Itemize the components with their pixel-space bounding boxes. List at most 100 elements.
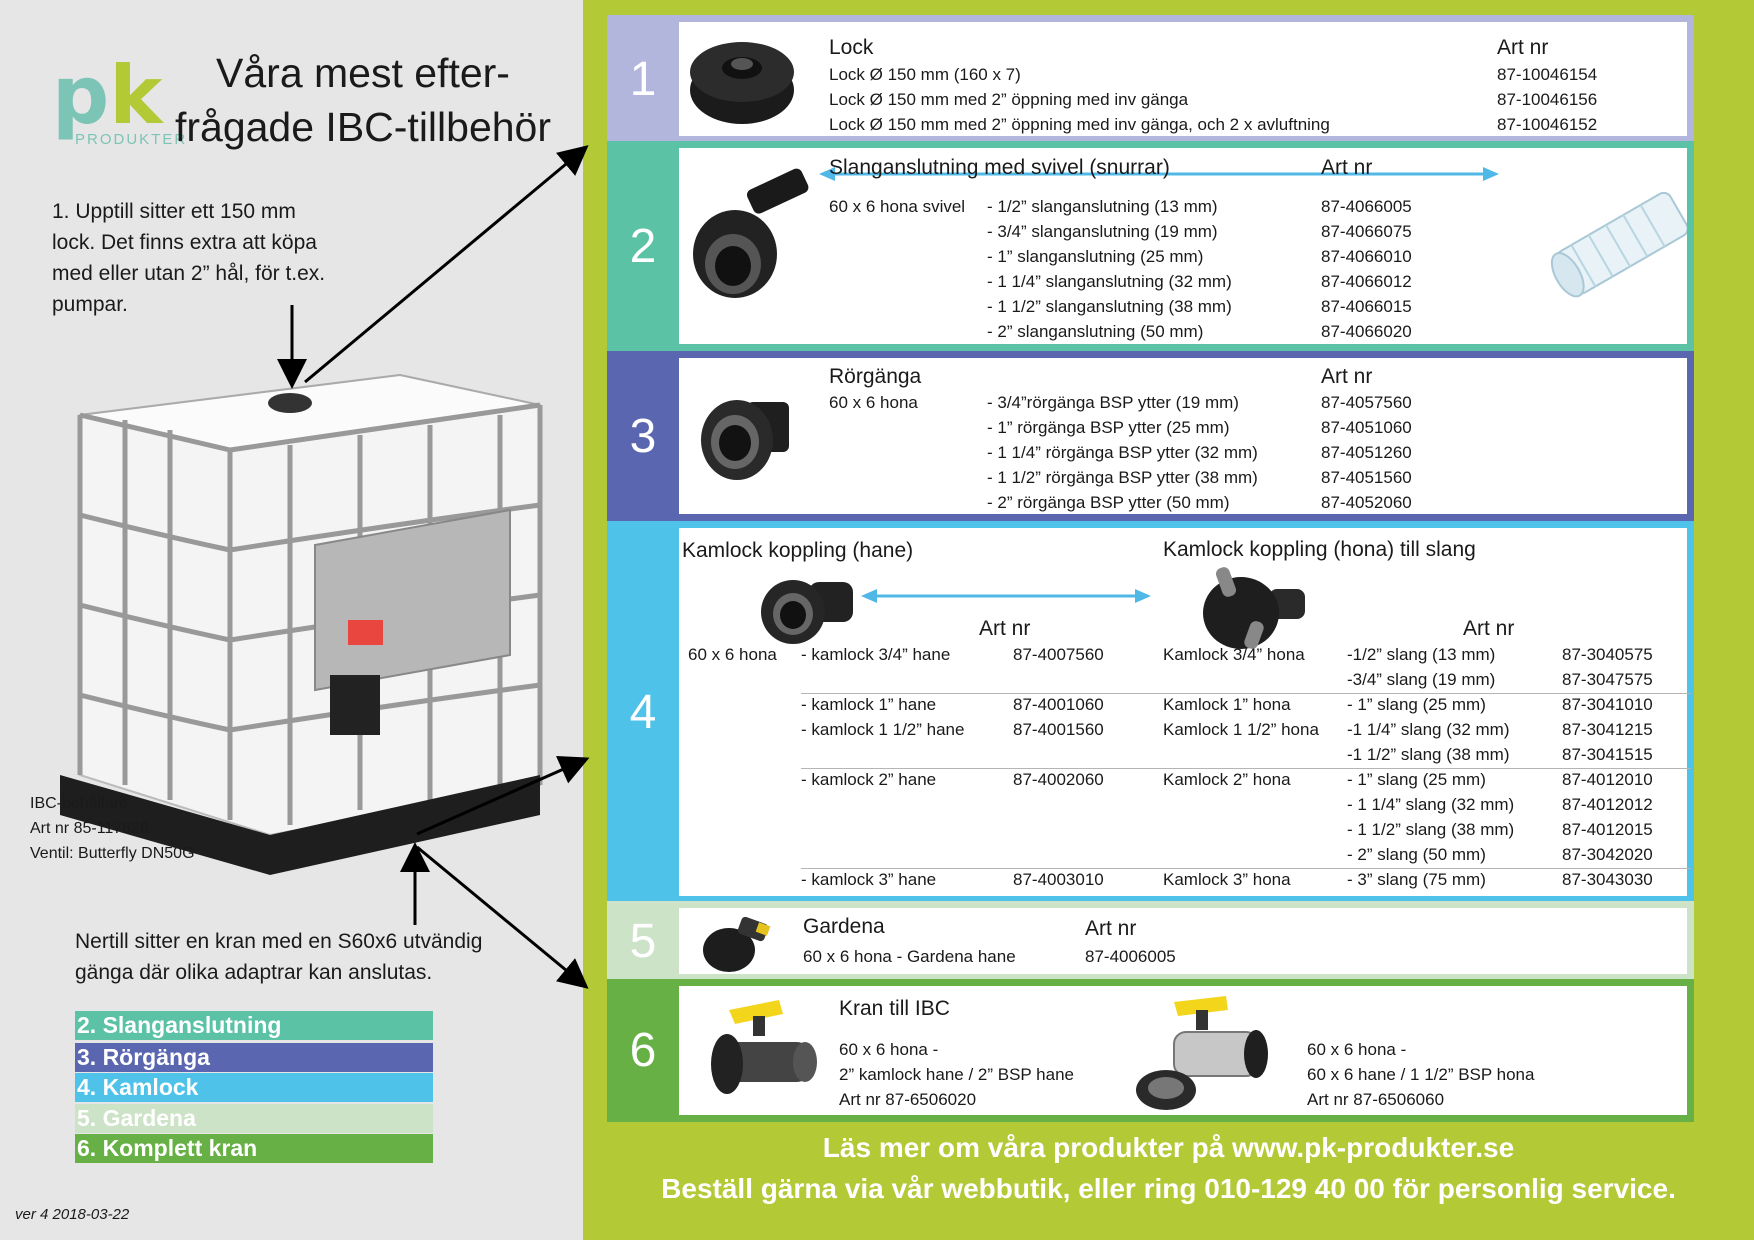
slang-row-desc: - 1/2” slanganslutning (13 mm) [987, 197, 1218, 216]
slang-row-desc: - 1 1/4” slanganslutning (32 mm) [987, 272, 1232, 291]
section-kamlock: 4 Kamlock koppling (hane) Kamlock koppli… [607, 521, 1694, 903]
container-name: IBC-behållare [30, 795, 128, 812]
slang-row-desc: - 2” slanganslutning (50 mm) [987, 322, 1204, 341]
container-valve: Ventil: Butterfly DN50G [30, 845, 195, 862]
section-number: 3 [629, 409, 657, 463]
section-panel: Kamlock koppling (hane) Kamlock koppling… [679, 528, 1691, 896]
slang-row-art: 87-4066012 [1321, 272, 1412, 291]
hose-double-arrow [819, 167, 1499, 181]
note-top-line: pumpar. [52, 293, 128, 316]
logo-subtitle: PRODUKTER [75, 131, 188, 148]
kamlock-hane-art: 87-4001560 [1013, 720, 1104, 739]
kamlock-slang-art: 87-3041515 [1562, 745, 1653, 764]
kamlock-hane-desc: - kamlock 1 1/2” hane [801, 720, 965, 739]
kran-right-line: Art nr 87-6506060 [1307, 1090, 1445, 1109]
slang-row-desc: - 1 1/2” slanganslutning (38 mm) [987, 297, 1232, 316]
note-top-line: med eller utan 2” hål, för t.ex. [52, 262, 326, 285]
art-header: Art nr [979, 617, 1031, 640]
kamlock-hona-desc: Kamlock 3” hona [1163, 870, 1291, 889]
ror-row-art: 87-4051560 [1321, 468, 1412, 487]
pk-logo: pk [52, 56, 162, 136]
gardena-title: Gardena [803, 915, 885, 938]
section-gardena: 5 Gardena Art nr 60 x 6 hona - Gardena h… [607, 901, 1694, 981]
kamlock-slang-desc: - 1 1/2” slang (38 mm) [1347, 820, 1515, 839]
legend-item-gardena: 5. Gardena [75, 1104, 433, 1133]
kamlock-slang-desc: - 3” slang (75 mm) [1347, 870, 1486, 889]
slang-row-art: 87-4066010 [1321, 247, 1412, 266]
container-art: Art nr 85-117828 [30, 820, 149, 837]
ror-title: Rörgänga [829, 365, 922, 388]
legend-item-komplett-kran: 6. Komplett kran [75, 1134, 433, 1163]
footer-line-2: Beställ gärna via vår webbutik, eller ri… [661, 1173, 1676, 1204]
section-number: 5 [629, 914, 657, 968]
section-slanganslutning: 2 Slanganslutning med svivel (snurrar) A… [607, 141, 1694, 351]
kamlock-slang-art: 87-3043030 [1562, 870, 1653, 889]
slang-row-art: 87-4066075 [1321, 222, 1412, 241]
kamlock-slang-desc: - 1” slang (25 mm) [1347, 695, 1486, 714]
footer-line-1: Läs mer om våra produkter på www.pk-prod… [822, 1132, 1515, 1163]
kamlock-hane-desc: - kamlock 2” hane [801, 770, 937, 789]
kamlock-hona-desc: Kamlock 2” hona [1163, 770, 1291, 789]
kamlock-male-image [761, 580, 853, 644]
kamlock-slang-desc: -1 1/4” slang (32 mm) [1347, 720, 1510, 739]
section-lock: 1 Lock Art nr Lock Ø 150 mm (160 x 7) 87… [607, 15, 1694, 143]
lock-title: Lock [829, 36, 874, 59]
row-divider [801, 868, 1691, 869]
kamlock-slang-art: 87-3040575 [1562, 645, 1653, 664]
ror-row-art: 87-4051060 [1321, 418, 1412, 437]
note-top: 1. Upptill sitter ett 150 mm lock. Det f… [52, 196, 325, 320]
kamlock-double-arrow [861, 589, 1151, 603]
hose-image [1550, 191, 1687, 298]
lock-cap-image [690, 42, 794, 124]
kamlock-slang-art: 87-3041215 [1562, 720, 1653, 739]
ror-row-desc: - 2” rörgänga BSP ytter (50 mm) [987, 493, 1230, 512]
kamlock-slang-desc: -1/2” slang (13 mm) [1347, 645, 1496, 664]
ror-row-desc: - 1 1/2” rörgänga BSP ytter (38 mm) [987, 468, 1258, 487]
ror-row-desc: - 3/4”rörgänga BSP ytter (19 mm) [987, 393, 1239, 412]
kran-right-line: 60 x 6 hane / 1 1/2” BSP hona [1307, 1065, 1535, 1084]
version-label: ver 4 2018-03-22 [15, 1206, 130, 1223]
note-bottom-line: gänga där olika adaptrar kan anslutas. [75, 961, 433, 984]
lock-row-art: 87-10046154 [1497, 65, 1598, 84]
kamlock-slang-desc: - 2” slang (50 mm) [1347, 845, 1486, 864]
slang-row-art: 87-4066020 [1321, 322, 1412, 341]
kamlock-slang-art: 87-3042020 [1562, 845, 1653, 864]
legend-item-slanganslutning: 2. Slanganslutning [75, 1011, 433, 1040]
kamlock-hane-desc: - kamlock 3/4” hane [801, 645, 951, 664]
base-fitting: 60 x 6 hona [688, 645, 777, 664]
kamlock-hona-desc: Kamlock 3/4” hona [1163, 645, 1305, 664]
slang-row-art: 87-4066005 [1321, 197, 1412, 216]
kamlock-slang-art: 87-4012015 [1562, 820, 1653, 839]
section-panel: Kran till IBC 60 x 6 hona - 2” kamlock h… [679, 986, 1687, 1115]
kran-right-line: 60 x 6 hona - [1307, 1040, 1407, 1059]
ror-row-desc: - 1” rörgänga BSP ytter (25 mm) [987, 418, 1230, 437]
gardena-desc: 60 x 6 hona - Gardena hane [803, 947, 1016, 966]
kamlock-hane-desc: - kamlock 3” hane [801, 870, 937, 889]
kamlock-hane-title: Kamlock koppling (hane) [682, 539, 914, 562]
note-bottom: Nertill sitter en kran med en S60x6 utvä… [75, 926, 482, 988]
section-number: 4 [629, 685, 657, 739]
art-header: Art nr [1085, 917, 1137, 940]
note-top-line: 1. Upptill sitter ett 150 mm [52, 200, 296, 223]
section-panel: Lock Art nr Lock Ø 150 mm (160 x 7) 87-1… [679, 22, 1687, 136]
logo-letter-k: k [109, 49, 163, 142]
art-header: Art nr [1321, 365, 1373, 388]
kamlock-slang-art: 87-4012012 [1562, 795, 1653, 814]
kran-left-line: Art nr 87-6506020 [839, 1090, 977, 1109]
gardena-adapter-image [703, 916, 771, 972]
kran-left-line: 2” kamlock hane / 2” BSP hane [839, 1065, 1074, 1084]
swivel-hose-connector-image [693, 168, 809, 298]
note-top-line: lock. Det finns extra att köpa [52, 231, 317, 254]
kamlock-hane-art: 87-4007560 [1013, 645, 1104, 664]
page-title: Våra mest efter- frågade IBC-tillbehör [168, 46, 558, 154]
section-number: 1 [629, 52, 657, 106]
kran-title: Kran till IBC [839, 997, 950, 1020]
lock-row-desc: Lock Ø 150 mm (160 x 7) [829, 65, 1021, 84]
ror-row-art: 87-4052060 [1321, 493, 1412, 512]
slang-row-desc: - 3/4” slanganslutning (19 mm) [987, 222, 1218, 241]
lock-row-desc: Lock Ø 150 mm med 2” öppning med inv gän… [829, 90, 1189, 109]
ror-row-art: 87-4051260 [1321, 443, 1412, 462]
kamlock-slang-art: 87-3041010 [1562, 695, 1653, 714]
slang-title: Slanganslutning med svivel (snurrar) [829, 156, 1170, 179]
kamlock-hona-title: Kamlock koppling (hona) till slang [1163, 538, 1476, 561]
